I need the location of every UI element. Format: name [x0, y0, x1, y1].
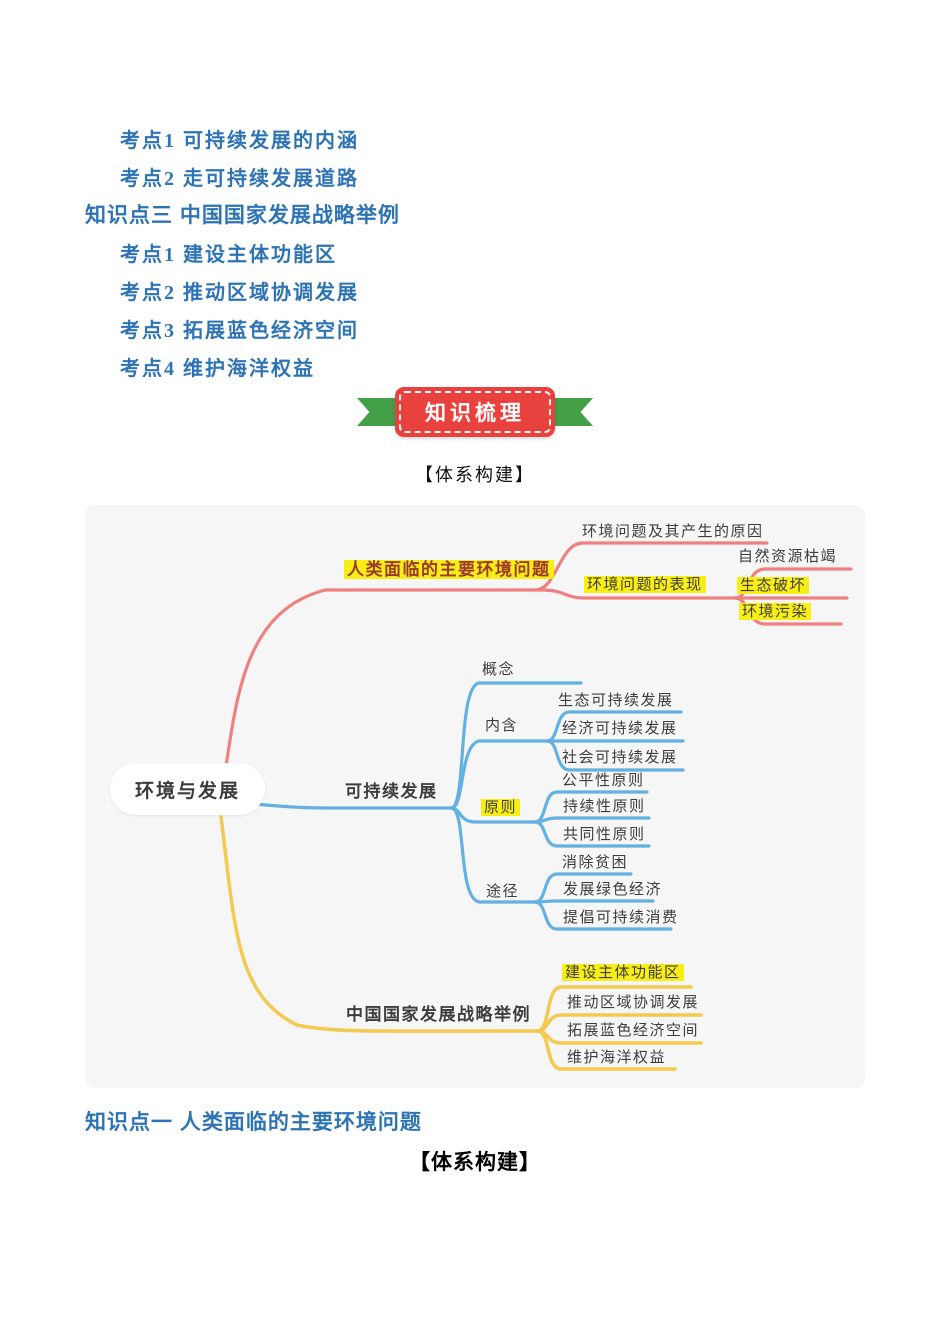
mindmap-lines: [219, 541, 853, 1071]
manifestation-item-1: 自然资源枯竭: [738, 548, 838, 565]
manifestation-item-3-text: 环境污染: [739, 603, 812, 620]
manifestation-item-2-text: 生态破坏: [737, 577, 810, 594]
strategy-item-2: 推动区域协调发展: [567, 994, 700, 1011]
approach-item-3: 提倡可持续消费: [563, 909, 679, 926]
toc-item-exam-2: 考点2 走可持续发展道路: [120, 168, 359, 190]
system-build-heading-2: 【体系构建】: [409, 1151, 541, 1174]
connotation-item-1: 生态可持续发展: [558, 692, 674, 709]
principle-text: 原则: [481, 799, 521, 816]
strategy-item-4: 维护海洋权益: [567, 1049, 667, 1066]
toc-item-exam-5: 考点3 拓展蓝色经济空间: [120, 320, 359, 342]
connotation-item-2: 经济可持续发展: [562, 720, 678, 737]
principle-label: 原则: [481, 799, 521, 818]
toc-item-exam-6: 考点4 维护海洋权益: [120, 358, 315, 380]
strategy-branch-lines: [219, 815, 703, 1071]
environment-manifestation-text: 环境问题的表现: [584, 576, 706, 593]
environment-manifestation-label: 环境问题的表现: [584, 576, 706, 595]
toc-item-knowledge-3: 知识点三 中国国家发展战略举例: [85, 204, 400, 227]
manifestation-item-2: 生态破坏: [737, 577, 810, 596]
knowledge-review-banner: 知识梳理: [0, 387, 950, 437]
connotation-label: 内含: [485, 717, 519, 734]
environment-cause-label: 环境问题及其产生的原因: [582, 523, 764, 540]
strategy-branch-label: 中国国家发展战略举例: [346, 1005, 531, 1024]
toc-item-exam-3: 考点1 建设主体功能区: [120, 244, 337, 266]
mindmap-root-node: 环境与发展: [110, 763, 265, 815]
concept-label: 概念: [482, 661, 516, 678]
manifestation-item-3: 环境污染: [739, 603, 812, 622]
sustainable-branch-label: 可持续发展: [345, 782, 438, 801]
principle-item-1: 公平性原则: [562, 772, 645, 789]
approach-item-2: 发展绿色经济: [563, 881, 663, 898]
principle-item-3: 共同性原则: [563, 826, 646, 843]
environment-branch-label: 人类面临的主要环境问题: [344, 559, 554, 580]
toc-item-exam-4: 考点2 推动区域协调发展: [120, 282, 359, 304]
mindmap: 环境与发展 人类面临的主要环境问题 环境问题及其产生的原因 环境问题的表现 自然…: [85, 505, 865, 1088]
environment-branch-label-text: 人类面临的主要环境问题: [344, 560, 554, 579]
approach-item-1: 消除贫困: [562, 854, 629, 871]
strategy-item-1-text: 建设主体功能区: [562, 964, 684, 981]
approach-label: 途径: [486, 883, 520, 900]
system-build-heading-1: 【体系构建】: [415, 465, 535, 485]
strategy-item-1: 建设主体功能区: [562, 964, 684, 983]
strategy-item-3: 拓展蓝色经济空间: [567, 1022, 700, 1039]
toc-item-exam-1: 考点1 可持续发展的内涵: [120, 130, 359, 152]
banner-box: 知识梳理: [395, 387, 555, 437]
principle-item-2: 持续性原则: [563, 798, 646, 815]
knowledge-point-1-heading: 知识点一 人类面临的主要环境问题: [85, 1111, 422, 1134]
sustainable-branch-lines: [253, 681, 685, 931]
connotation-item-3: 社会可持续发展: [562, 749, 678, 766]
banner-label: 知识梳理: [399, 391, 551, 433]
